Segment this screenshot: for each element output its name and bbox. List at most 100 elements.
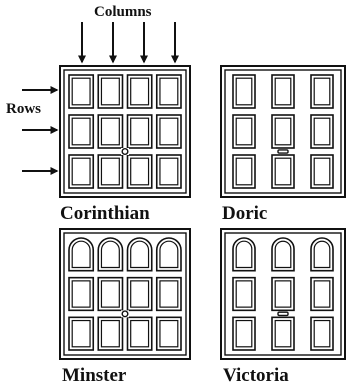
door-panel-r2-c4-inner [159,117,179,146]
door-minster [59,228,191,360]
door-panel-r3-c4-inner [159,319,179,348]
door-panel-r2-c3-inner [130,117,150,146]
door-frame [220,65,346,198]
door-panel-r2-c1 [68,276,95,312]
door-panel-r3-c2-inner [274,157,292,186]
door-label-minster: Minster [62,365,127,386]
door-panel-r3-c3-inner [313,319,331,348]
door-panel-r3-c1-inner [235,319,253,348]
door-frame [59,228,191,360]
door-panel-r2-c1-inner [71,280,91,308]
door-panel-r2-c3-inner [313,280,331,308]
door-frame-inner [63,232,187,356]
door-panel-r3-c2-inner [274,319,292,348]
door-panel-r2-c1-inner [235,117,253,146]
door-panel-r3-c1 [232,316,256,351]
door-panel-r3-c3 [126,316,153,351]
door-panel-r1-c3-inner [313,77,331,106]
door-knocker [121,310,129,318]
door-panel-r1-c4 [155,237,182,272]
door-panel-r1-c2-inner [274,77,292,106]
door-panel-r3-c2 [271,316,295,351]
door-corinthian [59,65,191,198]
door-panel-r1-c1 [68,74,95,109]
door-panel-r1-c2-inner [100,77,120,106]
door-frame [220,228,346,360]
rows-label: Rows [6,101,42,117]
door-panel-r2-c3 [310,114,334,149]
door-panel-r1-c1 [68,237,95,272]
door-panel-r1-c3 [310,74,334,109]
column-arrows [78,22,179,64]
door-panel-r2-c1 [232,276,256,312]
door-panel-r1-c3 [126,74,153,109]
door-frame-inner [63,69,187,194]
door-panel-r1-c2-inner [274,240,292,269]
door-panel-r2-c4 [155,114,182,149]
door-doric [220,65,346,198]
door-panel-r3-c1 [68,316,95,351]
door-frame-inner [224,69,342,194]
door-panel-r1-c3-inner [130,77,150,106]
door-panel-r2-c3 [126,114,153,149]
door-panel-r1-c1 [232,74,256,109]
door-panel-r3-c1-inner [235,157,253,186]
door-panel-r3-c2 [97,316,124,351]
door-panel-r3-c3 [310,154,334,189]
door-panel-r2-c1-inner [71,117,91,146]
door-panel-r1-c2 [97,74,124,109]
door-panel-r3-c2 [271,154,295,189]
door-frame [59,65,191,198]
door-panel-r1-c1-inner [235,240,253,269]
door-panel-r2-c3 [126,276,153,312]
door-panel-r2-c1-inner [235,280,253,308]
door-panel-r2-c2-inner [100,280,120,308]
door-panel-r3-c3-inner [130,157,150,186]
door-panel-r2-c2 [271,276,295,312]
door-label-doric: Doric [222,203,268,224]
door-panel-r1-c4-inner [159,240,179,269]
door-panel-r2-c4-inner [159,280,179,308]
door-panel-r3-c3-inner [130,319,150,348]
door-panel-r1-c3-inner [313,240,331,269]
door-panel-r1-c2-inner [100,240,120,269]
door-panel-r3-c1-inner [71,319,91,348]
door-panel-r3-c4 [155,316,182,351]
door-panel-r1-c1-inner [71,77,91,106]
door-panel-r2-c2-inner [274,117,292,146]
door-panel-r1-c2 [271,237,295,272]
door-panel-r2-c3-inner [130,280,150,308]
door-panel-r1-c4 [155,74,182,109]
door-panel-r1-c1 [232,237,256,272]
door-panel-r3-c2 [97,154,124,189]
door-panel-r1-c3-inner [130,240,150,269]
row-arrows [22,86,59,175]
door-panel-r1-c2 [97,237,124,272]
door-panel-r3-c1-inner [71,157,91,186]
door-panel-r2-c2-inner [100,117,120,146]
door-panel-r2-c3 [310,276,334,312]
door-panel-r3-c2-inner [100,157,120,186]
door-panel-r1-c3 [310,237,334,272]
door-letter-plate [277,311,289,317]
door-panel-r2-c2 [271,114,295,149]
door-knocker [121,147,129,155]
door-panel-r3-c4 [155,154,182,189]
door-panel-r1-c1-inner [71,240,91,269]
door-panel-r2-c3-inner [313,117,331,146]
door-panel-r3-c1 [232,154,256,189]
columns-label: Columns [94,4,152,20]
door-panel-r3-c1 [68,154,95,189]
door-panel-r2-c2 [97,276,124,312]
door-label-victoria: Victoria [223,365,289,386]
door-panel-r1-c3 [126,237,153,272]
door-panel-r3-c3-inner [313,157,331,186]
door-letter-plate [277,149,289,154]
door-panel-r1-c4-inner [159,77,179,106]
door-panel-r3-c4-inner [159,157,179,186]
door-panel-r3-c3 [126,154,153,189]
door-panel-r3-c2-inner [100,319,120,348]
door-panel-r1-c1-inner [235,77,253,106]
door-panel-r2-c4 [155,276,182,312]
